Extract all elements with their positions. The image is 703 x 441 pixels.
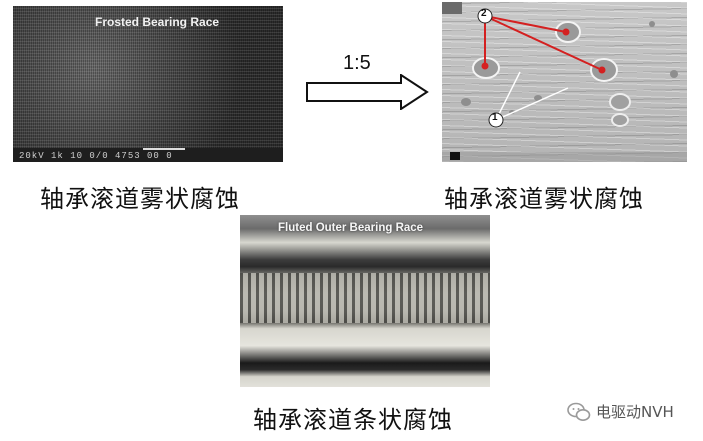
sem-texture [13, 6, 283, 162]
marker-2-leaders [481, 15, 606, 74]
scale-bar [143, 148, 185, 150]
frosted-image-title: Frosted Bearing Race [95, 15, 220, 29]
pitted-race-image: 2 1 [442, 2, 687, 162]
watermark-text: 电驱动NVH [596, 403, 674, 421]
corrosion-pits [461, 21, 678, 127]
marker-1-label: 1 [492, 112, 498, 123]
fluted-image-title: Fluted Outer Bearing Race [278, 222, 424, 234]
watermark: 电驱动NVH [567, 401, 674, 422]
frosted-caption: 轴承滚道雾状腐蚀 [40, 185, 240, 213]
sem-footer-text: 20kV 1k 10 0/0 4753 00 0 [19, 151, 173, 161]
right-arrow-icon [306, 74, 429, 110]
marker-1-leaders [495, 71, 569, 121]
marker-1-circle [488, 112, 504, 128]
sem-info-strip [13, 148, 283, 162]
frosted-race-image: Frosted Bearing Race 20kV 1k 10 0/0 4753… [13, 6, 283, 162]
fluted-race-image: Fluted Outer Bearing Race [240, 215, 490, 387]
pit-annotations [442, 2, 687, 162]
marker-2-circle [477, 8, 493, 24]
magnification-label: 1:5 [343, 52, 371, 74]
wechat-icon [567, 402, 591, 421]
pits-caption: 轴承滚道雾状腐蚀 [444, 185, 644, 213]
fluted-caption: 轴承滚道条状腐蚀 [253, 406, 453, 434]
marker-2-label: 2 [481, 8, 487, 19]
flute-pattern [240, 273, 490, 323]
